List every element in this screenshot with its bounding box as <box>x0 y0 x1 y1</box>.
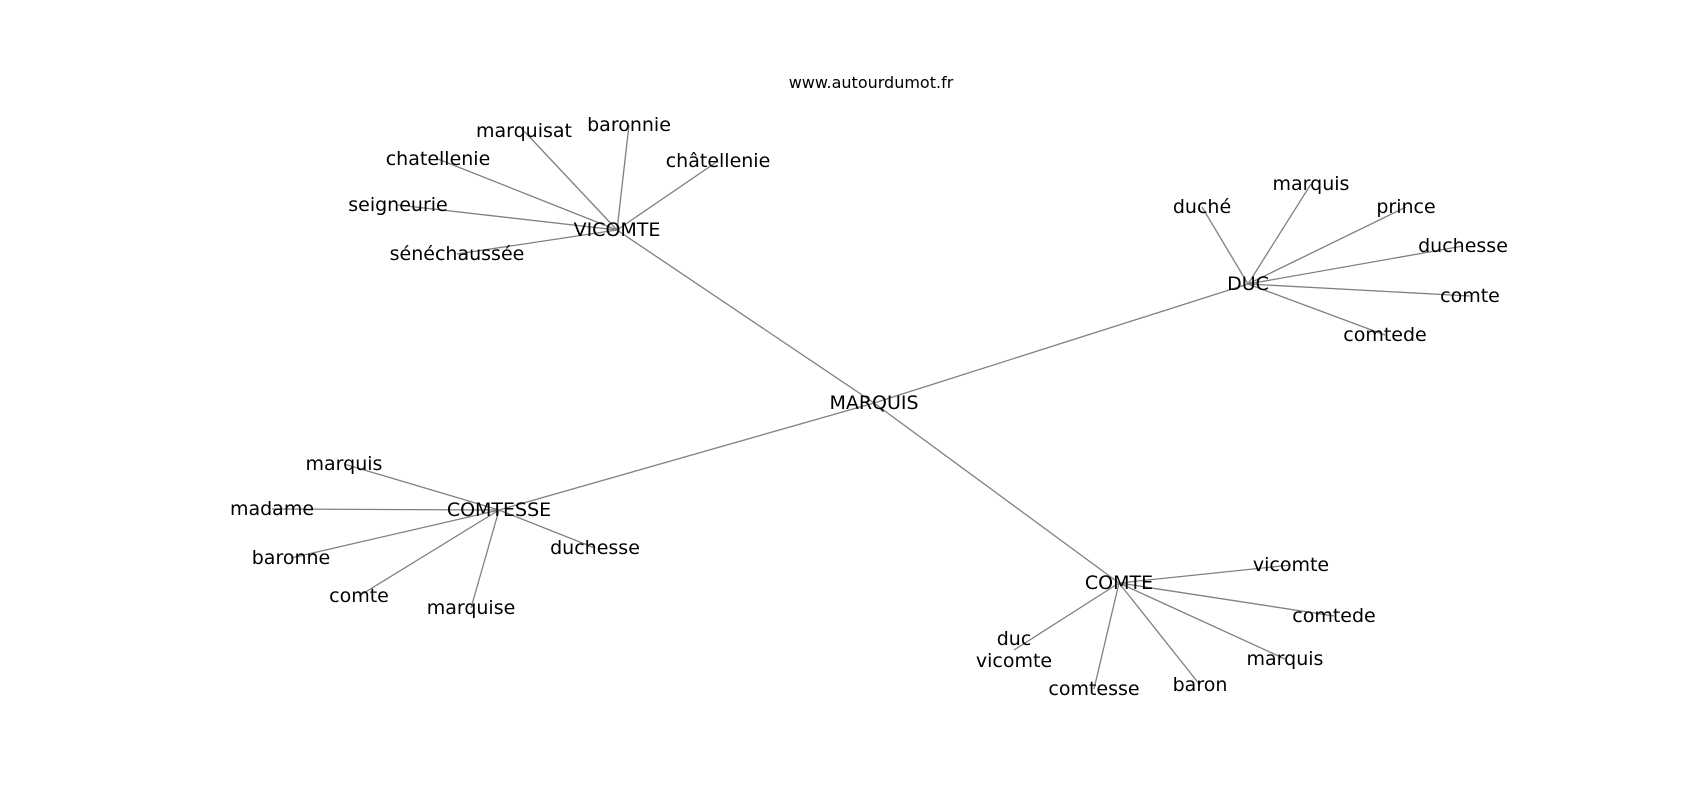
edge-comtesse-1 <box>271 508 500 511</box>
node-leaf-duc-4[interactable]: comte <box>1440 285 1500 307</box>
edge-vicomte-3 <box>437 158 618 231</box>
node-leaf-comte-2[interactable]: marquis <box>1247 648 1324 670</box>
edge-comte-0 <box>1118 564 1292 584</box>
node-leaf-duc-1[interactable]: marquis <box>1273 173 1350 195</box>
edge-vicomte-0 <box>523 130 618 231</box>
edge-comte-2 <box>1118 582 1286 660</box>
edge-comtesse-0 <box>343 463 500 511</box>
edge-center-comte <box>873 402 1120 584</box>
edge-duc-2 <box>1247 206 1407 285</box>
node-leaf-duc-2[interactable]: prince <box>1376 196 1435 218</box>
node-leaf-comtesse-2[interactable]: baronne <box>252 547 331 569</box>
node-leaf-vicomte-3[interactable]: chatellenie <box>386 148 491 170</box>
node-leaf-comtesse-3[interactable]: comte <box>329 585 389 607</box>
edge-center-comtesse <box>498 402 875 511</box>
node-hub-comtesse[interactable]: COMTESSE <box>447 499 551 521</box>
node-center[interactable]: MARQUIS <box>829 392 918 414</box>
node-leaf-duc-0[interactable]: duché <box>1173 196 1231 218</box>
node-leaf-vicomte-4[interactable]: seigneurie <box>348 194 447 216</box>
edge-comtesse-3 <box>358 509 500 597</box>
node-leaf-vicomte-2[interactable]: châtellenie <box>666 150 771 172</box>
node-leaf-duc-3[interactable]: duchesse <box>1418 235 1508 257</box>
node-leaf-vicomte-5[interactable]: sénéchaussée <box>390 243 525 265</box>
edge-duc-5 <box>1247 283 1386 336</box>
node-leaf-duc-5[interactable]: comtede <box>1343 324 1426 346</box>
node-leaf-comtesse-5[interactable]: duchesse <box>550 537 640 559</box>
node-leaf-comtesse-4[interactable]: marquise <box>427 597 516 619</box>
edge-comte-4 <box>1093 582 1120 690</box>
edge-comtesse-5 <box>498 509 596 549</box>
edge-comtesse-4 <box>470 509 500 609</box>
edge-comte-5 <box>1013 582 1120 651</box>
node-leaf-comte-1[interactable]: comtede <box>1292 605 1375 627</box>
edge-center-duc <box>873 283 1249 404</box>
edge-comte-1 <box>1118 582 1335 617</box>
edge-duc-4 <box>1247 283 1471 297</box>
edge-vicomte-1 <box>616 124 630 231</box>
edge-vicomte-2 <box>616 160 719 231</box>
node-leaf-vicomte-1[interactable]: baronnie <box>587 114 671 136</box>
node-leaf-comtesse-0[interactable]: marquis <box>306 453 383 475</box>
node-hub-comte[interactable]: COMTE <box>1085 572 1153 594</box>
edge-center-vicomte <box>616 229 875 404</box>
edge-duc-0 <box>1201 206 1249 285</box>
edge-vicomte-5 <box>456 229 618 255</box>
node-leaf-comte-4[interactable]: comtesse <box>1048 678 1139 700</box>
edge-duc-3 <box>1247 245 1464 285</box>
labels-layer: www.autourdumot.fr MARQUIS VICOMTE marquis… <box>230 73 1508 700</box>
source-label[interactable]: www.autourdumot.fr <box>789 73 954 92</box>
edge-comte-3 <box>1118 582 1201 686</box>
edge-comtesse-2 <box>290 509 500 559</box>
node-leaf-comte-3[interactable]: baron <box>1173 674 1228 696</box>
edge-duc-1 <box>1247 183 1312 285</box>
node-leaf-vicomte-0[interactable]: marquisat <box>476 120 572 142</box>
node-leaf-comte-0[interactable]: vicomte <box>1253 554 1329 576</box>
node-hub-vicomte[interactable]: VICOMTE <box>574 219 661 241</box>
node-leaf-comtesse-1[interactable]: madame <box>230 498 314 520</box>
node-hub-duc[interactable]: DUC <box>1227 273 1269 295</box>
edge-vicomte-4 <box>397 204 618 231</box>
edges-layer <box>271 124 1471 690</box>
